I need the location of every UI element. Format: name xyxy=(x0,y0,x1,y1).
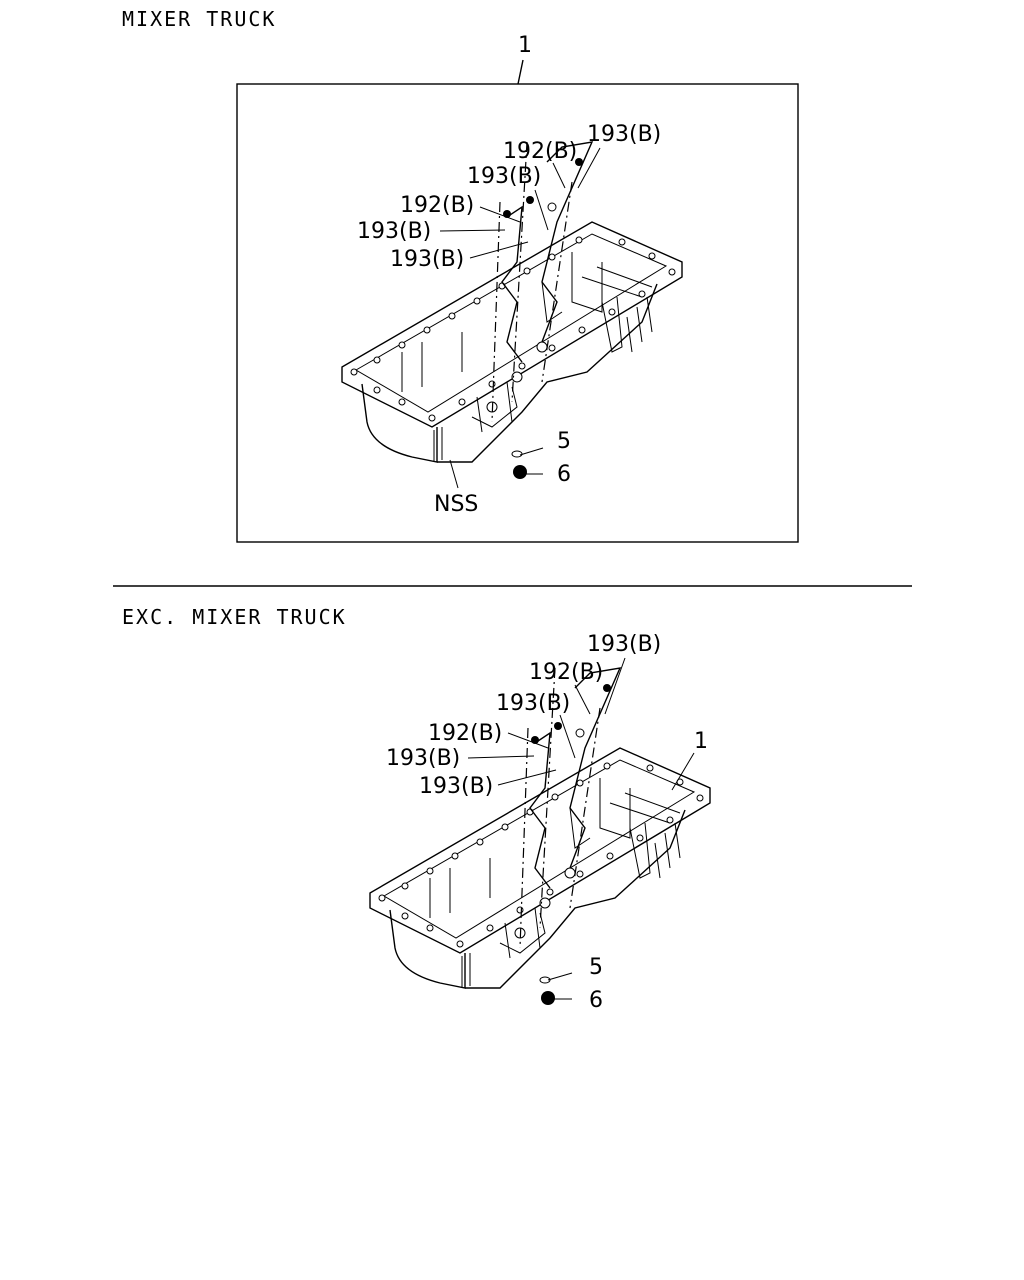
top-callout-193b-e: 193(B) xyxy=(357,219,432,244)
bottom-callout-1: 1 xyxy=(694,729,708,754)
bottom-section-title: EXC. MIXER TRUCK xyxy=(122,605,347,629)
top-frame-label: 1 xyxy=(518,33,532,58)
bottom-oilpan-drawing xyxy=(369,667,711,1006)
top-callout-193b-f: 193(B) xyxy=(390,247,465,272)
top-callout-5: 5 xyxy=(557,429,571,454)
bottom-callout-193b-a: 193(B) xyxy=(587,632,662,657)
top-callout-192b-b: 192(B) xyxy=(503,139,578,164)
bottom-section xyxy=(369,657,711,1006)
bottom-callout-6: 6 xyxy=(589,988,603,1013)
bottom-callout-193b-f: 193(B) xyxy=(419,774,494,799)
top-callout-192b-d: 192(B) xyxy=(400,193,475,218)
top-callout-193b-a: 193(B) xyxy=(587,122,662,147)
top-frame xyxy=(236,83,799,543)
top-section xyxy=(236,59,799,543)
bottom-callout-192b-d: 192(B) xyxy=(428,721,503,746)
top-callout-193b-c: 193(B) xyxy=(467,164,542,189)
top-callout-6: 6 xyxy=(557,462,571,487)
top-section-title: MIXER TRUCK xyxy=(122,7,277,31)
bottom-callout-192b-b: 192(B) xyxy=(529,660,604,685)
bottom-callout-193b-e: 193(B) xyxy=(386,746,461,771)
top-callout-nss: NSS xyxy=(434,492,479,517)
top-oilpan-drawing xyxy=(341,141,683,480)
bottom-callout-5: 5 xyxy=(589,955,603,980)
bottom-callout-193b-c: 193(B) xyxy=(496,691,571,716)
